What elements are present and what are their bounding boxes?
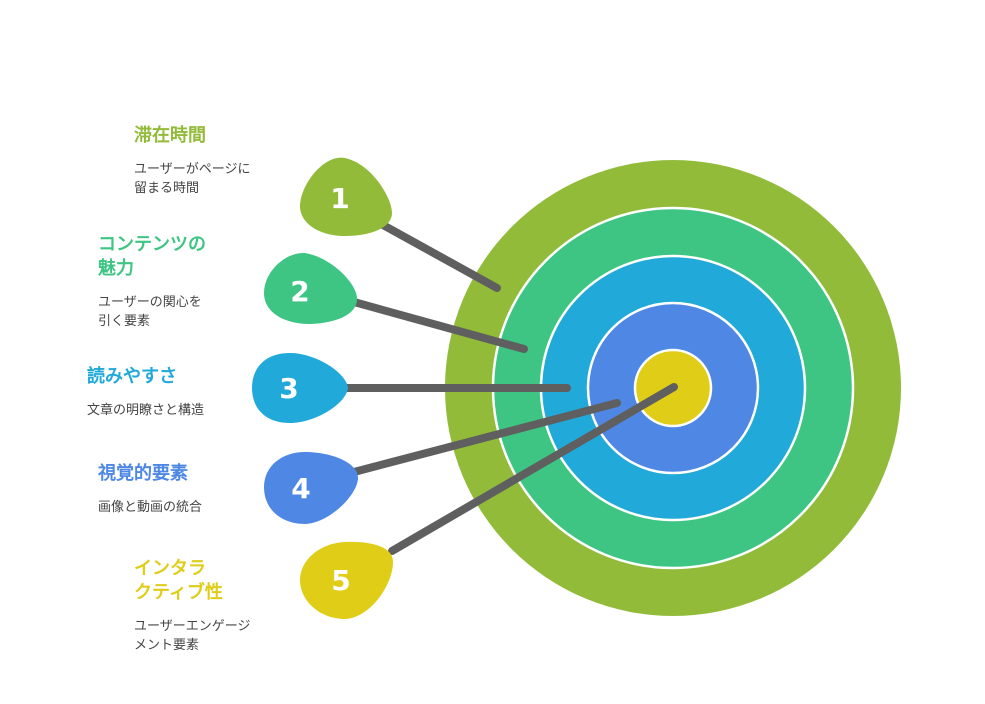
dart-5: 5	[300, 383, 678, 619]
dart-4-number: 4	[291, 472, 310, 505]
dart-5-number: 5	[331, 564, 350, 597]
label-4-desc: 画像と動画の統合	[98, 500, 203, 515]
label-3-desc: 文章の明瞭さと構造	[87, 403, 205, 418]
label-3-title: 読みやすさ	[87, 366, 177, 387]
label-5-title: インタラ クティブ性	[134, 558, 223, 603]
dart-4-flight	[264, 452, 358, 524]
label-5-desc: ユーザーエンゲージ メント要素	[134, 619, 251, 653]
dart-2-number: 2	[290, 275, 309, 308]
label-5: インタラ クティブ性 ユーザーエンゲージ メント要素	[134, 557, 250, 655]
label-1-desc: ユーザーがページに 留まる時間	[134, 162, 251, 196]
dart-3-number: 3	[279, 372, 298, 405]
dart-4: 4	[264, 399, 621, 524]
dart-5-flight	[300, 541, 393, 619]
dart-2: 2	[264, 252, 528, 353]
dart-4-shaft	[350, 399, 621, 476]
dart-1-number: 1	[330, 182, 349, 215]
target	[445, 160, 901, 616]
dart-5-shaft	[388, 383, 678, 555]
label-3: 読みやすさ 文章の明瞭さと構造	[87, 365, 204, 420]
dart-1: 1	[300, 157, 501, 292]
dart-3: 3	[252, 353, 571, 423]
dart-2-shaft	[350, 298, 528, 353]
dart-1-flight	[300, 157, 392, 236]
label-2-title: コンテンツの 魅力	[98, 234, 206, 279]
dart-2-flight	[264, 252, 358, 324]
label-1-title: 滞在時間	[134, 125, 206, 146]
label-2: コンテンツの 魅力 ユーザーの関心を 引く要素	[98, 233, 206, 331]
dart-1-shaft	[379, 221, 501, 292]
label-2-desc: ユーザーの関心を 引く要素	[98, 295, 202, 329]
label-4-title: 視覚的要素	[98, 463, 188, 484]
label-1: 滞在時間 ユーザーがページに 留まる時間	[134, 124, 250, 198]
label-4: 視覚的要素 画像と動画の統合	[98, 462, 202, 517]
dart-3-flight	[252, 353, 348, 423]
